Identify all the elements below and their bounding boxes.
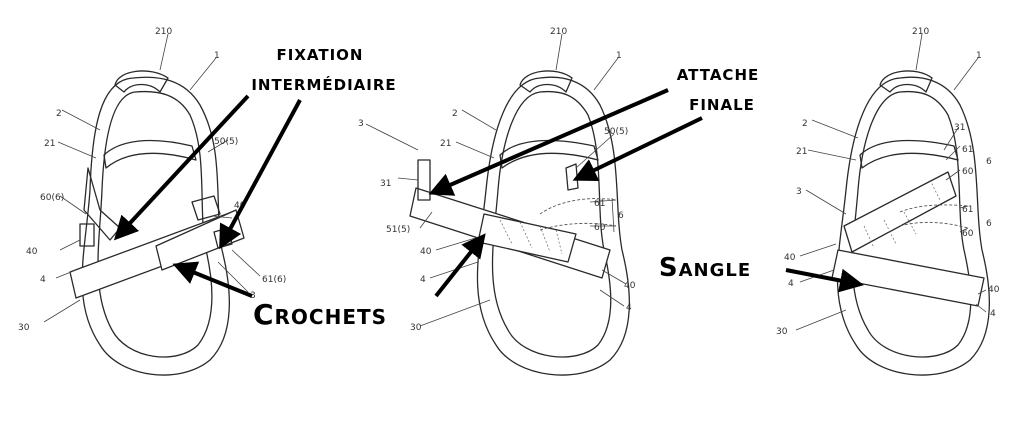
sandal-1-ankle-strap <box>103 139 197 169</box>
sandal-figure-2: 210 1 2 21 3 31 51(5) 40 4 30 50(5) 61 6… <box>358 27 636 376</box>
ref-210: 210 <box>912 27 929 37</box>
ref-30: 30 <box>410 323 422 333</box>
sandal-3-footbed <box>851 90 972 358</box>
arrow-fixation-right <box>219 99 302 250</box>
ref-4: 4 <box>990 309 996 319</box>
ref-210: 210 <box>155 27 172 37</box>
ref-30: 30 <box>776 327 788 337</box>
ref-2: 2 <box>452 109 458 119</box>
arrow-crochets-left <box>172 261 253 298</box>
ref-40: 40 <box>26 247 38 257</box>
sandal-2-heel-loop <box>519 70 573 93</box>
callout-intermediaire: intermédiaire <box>251 71 396 96</box>
callout-fixation: fixation <box>277 41 364 66</box>
ref-31: 31 <box>954 123 965 133</box>
ref-1: 1 <box>976 51 982 61</box>
ref-40: 40 <box>624 281 636 291</box>
ref-40: 40 <box>234 201 246 211</box>
arrow-fixation-left <box>113 94 250 241</box>
ref-6: 6 <box>986 157 992 167</box>
sandal-3-sole <box>836 76 990 376</box>
ref-50-5: 50(5) <box>214 137 238 147</box>
ref-21: 21 <box>44 139 55 149</box>
ref-3: 3 <box>358 119 364 129</box>
ref-210: 210 <box>550 27 567 37</box>
ref-60: 60 <box>962 229 974 239</box>
ref-31: 31 <box>380 179 391 189</box>
ref-3: 3 <box>796 187 802 197</box>
ref-2: 2 <box>802 119 808 129</box>
sandal-1-heel-loop <box>114 70 169 93</box>
sandal-2-sole <box>476 76 630 376</box>
ref-40: 40 <box>988 285 1000 295</box>
ref-60: 60 <box>962 167 974 177</box>
sandal-figure-1: 210 1 2 21 60(6) 40 4 30 50(5) 40 61(6) … <box>18 27 286 376</box>
ref-6: 6 <box>986 219 992 229</box>
callout-crochets: Crochets <box>253 298 387 331</box>
ref-1: 1 <box>616 51 622 61</box>
ref-4: 4 <box>626 303 632 313</box>
sandal-3-ankle-strap <box>859 139 959 169</box>
ref-50-5: 50(5) <box>604 127 628 137</box>
arrow-attache-left <box>428 88 669 196</box>
sandal-2-footbed <box>491 90 612 358</box>
callout-sangle: Sangle <box>659 253 751 283</box>
sandal-3-strap-lower <box>831 249 985 307</box>
sandal-1-sole <box>81 76 230 376</box>
ref-6: 6 <box>618 211 624 221</box>
ref-4: 4 <box>40 275 46 285</box>
ref-51-5: 51(5) <box>386 225 410 235</box>
ref-3: 3 <box>250 291 256 301</box>
arrow-attache-right <box>572 116 703 181</box>
ref-61: 61 <box>594 199 605 209</box>
arrow-sangle <box>785 268 864 293</box>
ref-21: 21 <box>796 147 807 157</box>
ref-2: 2 <box>56 109 62 119</box>
ref-21: 21 <box>440 139 451 149</box>
callout-attache: attache <box>677 61 760 86</box>
sandal-figure-3: 210 1 2 21 3 40 4 30 31 61 60 6 61 60 6 … <box>776 27 1000 376</box>
ref-40: 40 <box>784 253 796 263</box>
sandal-1-footbed <box>97 90 213 358</box>
sandal-1-buckle-left <box>79 223 95 247</box>
ref-60-6: 60(6) <box>40 193 64 203</box>
callout-finale: finale <box>689 91 755 116</box>
ref-4: 4 <box>420 275 426 285</box>
sandal-1-buckle-right <box>191 195 221 221</box>
arrow-crochets-right <box>434 233 486 298</box>
ref-40: 40 <box>420 247 432 257</box>
ref-61: 61 <box>962 205 973 215</box>
ref-1: 1 <box>214 51 220 61</box>
sandal-2-ankle-strap <box>499 139 599 169</box>
ref-30: 30 <box>18 323 30 333</box>
ref-4: 4 <box>788 279 794 289</box>
ref-61: 61 <box>962 145 973 155</box>
ref-61-6: 61(6) <box>262 275 286 285</box>
ref-60: 60 <box>594 223 606 233</box>
sandal-3-heel-loop <box>879 70 933 93</box>
